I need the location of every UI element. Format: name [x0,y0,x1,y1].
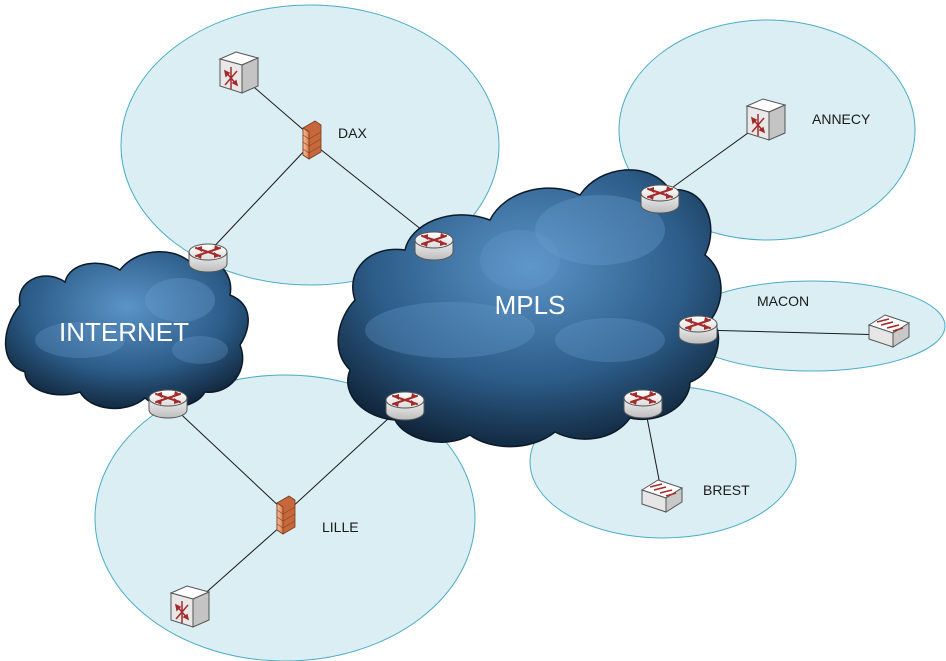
link-lille-internet-firewall [169,403,284,511]
site-label-annecy: ANNECY [812,111,871,127]
router-icon [623,389,663,419]
link-lille-firewall-mpls [288,404,404,511]
link-dax-firewall-internet [207,147,308,254]
internet-cloud-label: INTERNET [59,317,189,347]
router-icon [188,243,228,273]
site-label-dax: DAX [338,125,367,141]
site-labels: DAX LILLE ANNECY MACON BREST [322,111,871,535]
router-icon [414,231,454,261]
site-label-macon: MACON [757,293,809,309]
switch-icon [746,98,786,141]
link-dax-firewall-mpls [314,144,433,239]
site-label-lille: LILLE [322,519,359,535]
switch-icon [219,51,259,94]
mpls-cloud-label: MPLS [495,290,566,320]
firewall-icon [276,495,296,535]
router-icon [640,184,680,214]
internet-cloud: INTERNET [4,250,249,410]
router-icon [678,315,718,345]
router-icon [148,389,188,419]
router-icon [385,391,425,421]
switch-icon [170,585,210,628]
link-macon [699,329,889,336]
site-label-brest: BREST [703,482,750,498]
firewall-icon [302,120,322,160]
